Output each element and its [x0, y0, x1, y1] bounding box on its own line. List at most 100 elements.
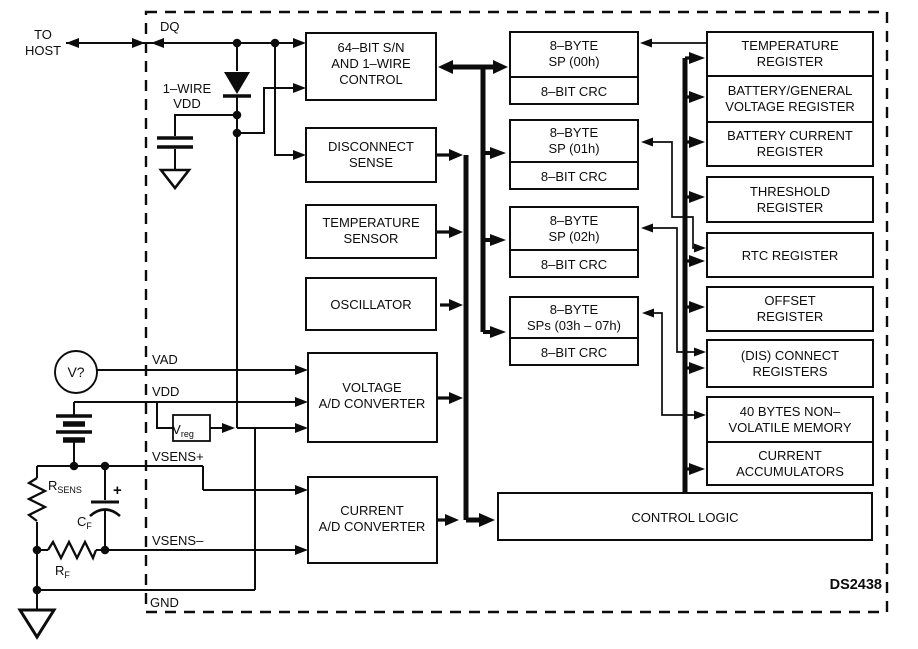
block-outline — [305, 32, 437, 101]
block-outline — [509, 206, 639, 251]
block-label: BATTERY CURRENT — [727, 128, 853, 143]
block-label: VOLTAGE — [342, 380, 402, 395]
resistor-rf-icon — [47, 539, 98, 561]
arrowhead — [642, 308, 654, 318]
register-threshold: THRESHOLD REGISTER — [706, 176, 874, 223]
register-battery-current: BATTERY CURRENT REGISTER — [706, 121, 874, 167]
block-label: THRESHOLD — [750, 184, 830, 199]
one-wire-vdd-label: VDD — [173, 96, 200, 111]
register-branches — [685, 56, 690, 471]
block-outline — [706, 339, 874, 388]
arrowhead — [222, 423, 235, 433]
junction-dot — [100, 545, 110, 555]
register-current-accumulators: CURRENT ACCUMULATORS — [706, 441, 874, 486]
block-label: SENSE — [349, 155, 393, 170]
junction-dot — [32, 545, 42, 555]
block-disconnect-sense: DISCONNECT SENSE — [305, 127, 437, 183]
pin-label-vdd: VDD — [152, 384, 179, 399]
block-label: 40 BYTES NON– — [740, 404, 841, 419]
block-label: A/D CONVERTER — [319, 519, 426, 534]
block-label: 8–BYTE — [550, 302, 599, 317]
block-label: 64–BIT S/N — [338, 40, 405, 55]
block-label: ACCUMULATORS — [736, 464, 844, 479]
pin-label-vad: VAD — [152, 352, 178, 367]
arrowhead — [66, 38, 79, 48]
arrowhead — [694, 347, 706, 357]
block-label: SP (01h) — [548, 141, 599, 156]
rsens-label: RSENS — [48, 478, 82, 495]
block-label: REGISTER — [757, 54, 823, 69]
block-outline — [307, 352, 438, 443]
pin-label-vsens-minus: VSENS– — [152, 533, 204, 548]
block-label: CONTROL — [339, 72, 403, 87]
scratchpad-sp02: 8–BYTE SP (02h) 8–BIT CRC — [509, 206, 639, 278]
block-label: A/D CONVERTER — [319, 396, 426, 411]
block-label: CONTROL LOGIC — [631, 510, 738, 525]
block-outline — [307, 476, 438, 564]
link-disconnect-sp02 — [653, 227, 695, 353]
arrowhead — [449, 392, 463, 404]
block-label: OFFSET — [764, 293, 815, 308]
register-blocks: TEMPERATURE REGISTER BATTERY/GENERAL VOL… — [706, 31, 874, 486]
transfer-links — [652, 42, 707, 416]
voltage-source-icon — [54, 350, 98, 394]
block-label: BATTERY/GENERAL — [728, 83, 853, 98]
arrowhead — [689, 91, 705, 103]
block-label: VOLATILE MEMORY — [728, 420, 851, 435]
block-label: RTC REGISTER — [742, 248, 839, 263]
block-outline — [706, 286, 874, 332]
block-outline — [706, 232, 874, 278]
crc-outline — [509, 337, 639, 366]
block-label: AND 1–WIRE — [331, 56, 411, 71]
register-rtc: RTC REGISTER — [706, 232, 874, 278]
arrowhead — [490, 326, 506, 338]
block-label: REGISTER — [757, 200, 823, 215]
block-outline — [706, 396, 874, 443]
arrowhead — [438, 60, 453, 74]
arrowhead — [479, 513, 495, 527]
onewire-cap-branch — [174, 114, 237, 136]
arrowhead — [694, 243, 706, 253]
block-outline — [497, 492, 873, 541]
arrowhead — [490, 234, 506, 246]
block-label: OSCILLATOR — [330, 297, 411, 312]
to-host-label: TO — [34, 27, 52, 42]
block-label: CURRENT — [758, 448, 822, 463]
arrowhead — [449, 299, 463, 311]
junction-dot — [232, 128, 242, 138]
vreg-label: Vreg — [172, 422, 194, 439]
arrowhead — [490, 147, 506, 159]
junction-dot — [32, 585, 42, 595]
arrowhead — [689, 463, 705, 475]
arrowhead — [689, 362, 705, 374]
chip-boundary — [144, 10, 889, 614]
block-label: (DIS) CONNECT — [741, 348, 839, 363]
arrowhead — [445, 514, 459, 526]
block-label: TEMPERATURE — [741, 38, 839, 53]
block-label: 8–BYTE — [550, 38, 599, 53]
link-nvmem-sp03 — [654, 312, 695, 416]
register-temperature: TEMPERATURE REGISTER — [706, 31, 874, 77]
rf-label: RF — [55, 563, 70, 580]
crc-outline — [509, 249, 639, 278]
ground-icon — [158, 168, 192, 191]
scratchpad-sp01: 8–BYTE SP (01h) 8–BIT CRC — [509, 119, 639, 190]
arrowheads — [66, 38, 706, 555]
block-outline — [706, 31, 874, 77]
arrowhead — [493, 60, 508, 74]
to-host-label: HOST — [25, 43, 61, 58]
block-outline — [305, 127, 437, 183]
block-label: TEMPERATURE — [322, 215, 420, 230]
crc-label: 8–BIT CRC — [541, 257, 607, 272]
block-label: SPs (03h – 07h) — [527, 318, 621, 333]
block-current-adc: CURRENT A/D CONVERTER — [307, 476, 438, 564]
arrowhead — [689, 301, 705, 313]
one-wire-vdd-label: 1–WIRE — [163, 81, 212, 96]
junction-dots — [32, 38, 280, 595]
block-outline — [706, 441, 874, 486]
block-temperature-sensor: TEMPERATURE SENSOR — [305, 204, 437, 259]
arrowhead — [641, 223, 653, 233]
pin-label-gnd: GND — [150, 595, 179, 610]
block-label: DISCONNECT — [328, 139, 414, 154]
